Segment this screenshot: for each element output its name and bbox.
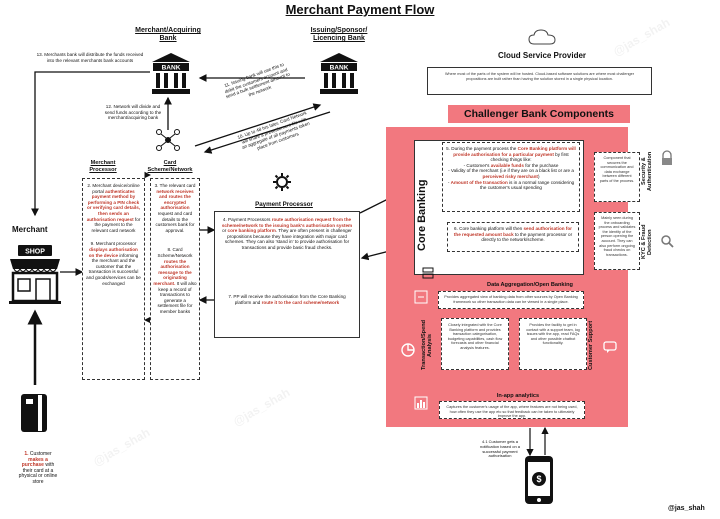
card-scheme-box: 3. The relevant card network receives an… — [150, 178, 200, 380]
merchant-processor-label: Merchant Processor — [89, 160, 117, 173]
credit-card-icon — [20, 393, 48, 433]
transaction-desc: Closely integrated with the Core Banking… — [441, 318, 509, 370]
card-scheme-label: Card Scheme/Network — [147, 160, 193, 173]
challenger-title: Challenger Bank Components — [448, 105, 630, 123]
payment-processor-box — [214, 211, 360, 338]
cloud-icon — [528, 28, 556, 46]
security-desc: Component that secures the communication… — [594, 152, 640, 202]
support-label: Customer Support — [588, 320, 594, 370]
step-12-text: 12. Network will divide and send funds a… — [104, 104, 162, 121]
acquiring-bank-icon: BANK — [150, 52, 192, 96]
step-9-text: 9. Merchant processor displays authorisa… — [86, 241, 141, 286]
magnifier-icon — [660, 234, 674, 248]
step-6-box: 6. Core banking platform will then send … — [447, 222, 579, 252]
data-agg-label: Data Aggregation/Open Banking — [487, 282, 573, 288]
step-3-text: 3. The relevant card network receives an… — [154, 183, 196, 233]
cloud-label: Cloud Service Provider — [497, 51, 587, 60]
lock-icon — [660, 150, 674, 166]
step-41-text: 4.1 Customer gets a notification based o… — [479, 439, 521, 459]
support-desc: Provides the facility to get in contact … — [519, 318, 587, 370]
shop-icon: SHOP — [8, 243, 62, 305]
kyc-label: KYC & Fraud Detection — [641, 224, 653, 260]
page-title: Merchant Payment Flow — [285, 2, 435, 17]
server-icon — [422, 266, 434, 279]
step-2-text: 2. Merchant device/online portal authent… — [86, 183, 141, 233]
data-agg-desc: Provides aggregated view of banking data… — [438, 291, 584, 309]
network-icon — [155, 128, 181, 152]
gear-icon — [272, 172, 292, 192]
phone-icon: $ — [524, 455, 554, 505]
cloud-desc: Where most of the parts of the system wi… — [427, 67, 652, 95]
in-app-desc: Captures the customer's usage of the app… — [439, 401, 585, 419]
data-agg-icon — [414, 290, 428, 304]
arrow-10b — [203, 111, 331, 154]
step-4-text: 4. Payment Processors route authorisatio… — [221, 217, 353, 250]
pie-chart-icon — [400, 342, 416, 358]
issuing-bank-label: Issuing/Sponsor/ Licencing Bank — [310, 27, 368, 42]
arrow-13 — [31, 71, 150, 217]
kyc-desc: Mainly seen during the onboarding proces… — [594, 212, 640, 270]
core-banking-label: Core Banking — [416, 179, 428, 251]
transaction-label: Transaction/Spend Analysis — [421, 319, 433, 371]
in-app-label: In-app analytics — [496, 393, 540, 399]
shop-sign-text: SHOP — [25, 249, 45, 256]
analytics-icon — [414, 396, 428, 410]
issuing-bank-text: BANK — [330, 65, 349, 72]
issuing-bank-icon: BANK — [318, 52, 360, 96]
svg-text:$: $ — [536, 474, 541, 484]
step-1-text: 1. Customer makes a purchase with their … — [18, 451, 58, 485]
step-8-text: 8. Card Scheme/Network routes the author… — [153, 247, 197, 314]
step-5-box: 5. During the payment process the Core B… — [442, 142, 580, 212]
payment-processor-label: Payment Processor — [255, 201, 313, 208]
security-label: Security & Authentication — [641, 151, 653, 191]
merchant-processor-box: 2. Merchant device/online portal authent… — [82, 178, 145, 380]
step-7-text: 7. PP will receive the authorisation fro… — [228, 294, 346, 305]
arrow-10 — [194, 103, 322, 147]
author-handle: @jas_shah — [668, 505, 705, 512]
acquiring-bank-label: Merchant/Acquiring Bank — [135, 27, 201, 42]
merchant-label: Merchant — [12, 225, 48, 234]
acquiring-bank-text: BANK — [162, 65, 181, 72]
chat-icon — [603, 340, 617, 354]
step-13-text: 13. Merchants bank will distribute the f… — [36, 52, 144, 63]
